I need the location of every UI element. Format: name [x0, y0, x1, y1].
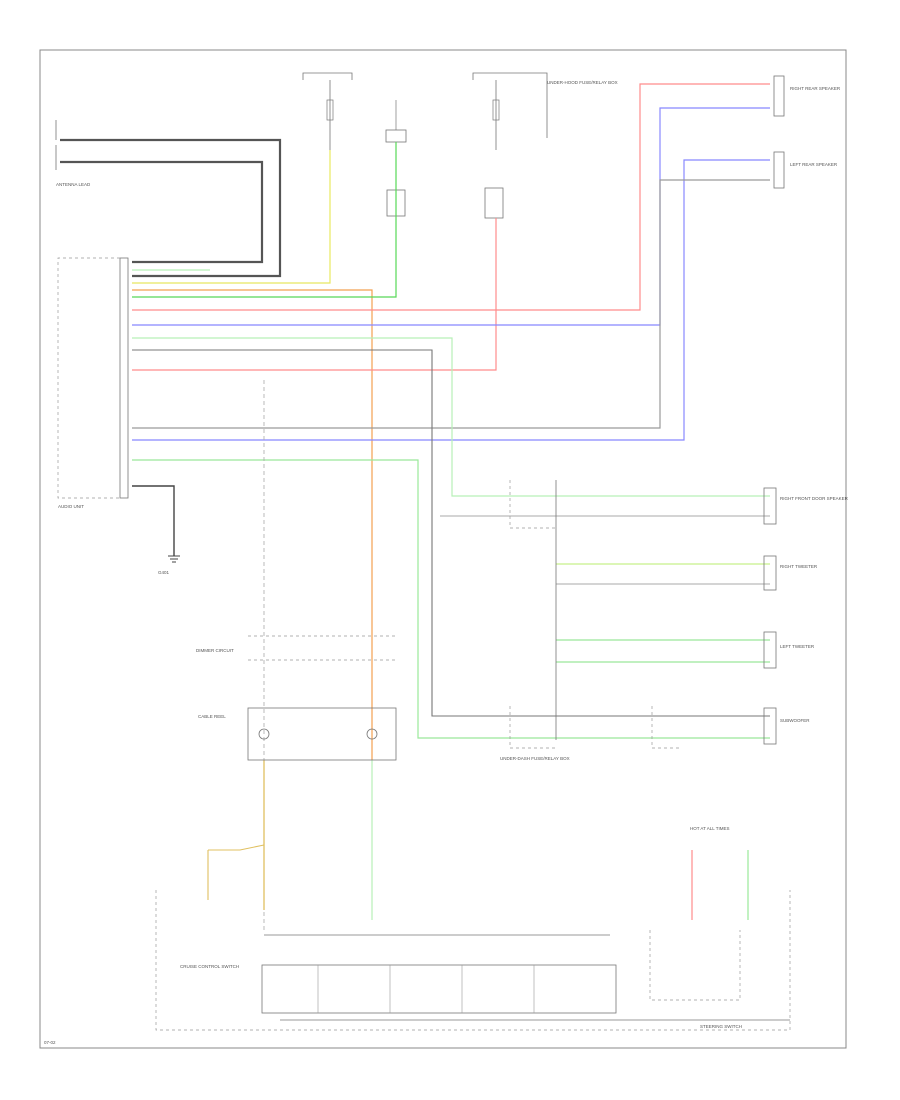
- right-rear-speaker: [773, 75, 785, 117]
- ground-symbol: G401: [158, 555, 180, 575]
- right-tweeter: [763, 555, 777, 591]
- fuse-box-component: [484, 187, 504, 219]
- right-front-door-speaker: [763, 487, 777, 525]
- under-hood-fuse-box-label: UNDER-HOOD FUSE/RELAY BOX: [547, 80, 618, 85]
- under-dash-fuse-box-label: UNDER-DASH FUSE/RELAY BOX: [500, 756, 570, 761]
- right-rear-speaker-label: RIGHT REAR SPEAKER: [790, 86, 841, 91]
- horn-switch-label: HOT AT ALL TIMES: [690, 826, 730, 831]
- relay-icon: [385, 129, 407, 143]
- ground-label: G401: [158, 570, 170, 575]
- fuse-icon: [492, 99, 500, 121]
- subwoofer: [763, 707, 777, 745]
- left-tweeter: [763, 631, 777, 669]
- wires: [132, 83, 770, 930]
- cable-reel-icon: [258, 728, 270, 740]
- dimmer-circuit-label: DIMMER CIRCUIT: [196, 648, 234, 653]
- cruise-switch-label: CRUISE CONTROL SWITCH: [180, 964, 239, 969]
- connectors: UNDER-DASH FUSE/RELAY BOX: [500, 480, 680, 761]
- steering-switches: CRUISE CONTROL SWITCH STEERING SWITCH HO…: [155, 826, 791, 1031]
- antenna-section: ANTENNA LEAD: [55, 120, 282, 278]
- right-tweeter-label: RIGHT TWEETER: [780, 564, 818, 569]
- left-tweeter-label: LEFT TWEETER: [780, 644, 815, 649]
- right-front-door-speaker-label: RIGHT FRONT DOOR SPEAKER: [780, 496, 849, 501]
- cable-reel-label: CABLE REEL: [198, 714, 226, 719]
- antenna-lead-label: ANTENNA LEAD: [56, 182, 91, 187]
- subwoofer-label: SUBWOOFER: [780, 718, 810, 723]
- audio-unit-label: AUDIO UNIT: [58, 504, 84, 509]
- cable-reel: CABLE REEL DIMMER CIRCUIT: [196, 635, 397, 761]
- speakers: RIGHT REAR SPEAKER LEFT REAR SPEAKER RIG…: [763, 75, 849, 745]
- diagram-frame: [39, 49, 847, 1049]
- left-rear-speaker-label: LEFT REAR SPEAKER: [790, 162, 838, 167]
- cable-reel-icon: [366, 728, 378, 740]
- fuse-icon: [326, 99, 334, 121]
- steering-switch-label: STEERING SWITCH: [700, 1024, 742, 1029]
- fuse-area: UNDER-HOOD FUSE/RELAY BOX: [302, 72, 618, 219]
- left-rear-speaker: [773, 151, 785, 189]
- page-id-label: 07-02: [44, 1040, 56, 1045]
- audio-unit: AUDIO UNIT: [57, 257, 129, 509]
